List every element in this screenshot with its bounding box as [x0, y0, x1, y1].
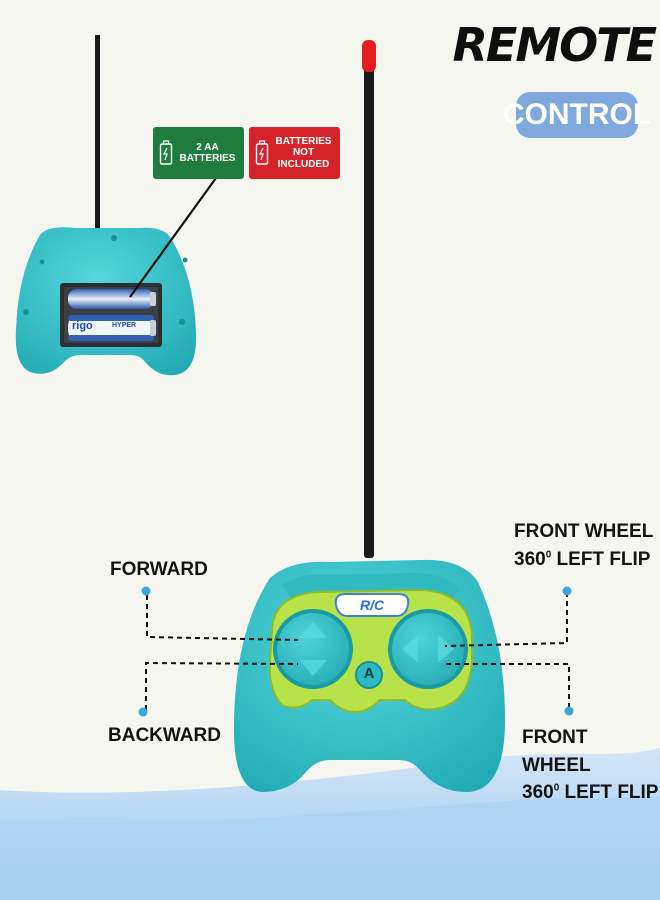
degree-mark: 0 [553, 782, 560, 794]
left-joystick[interactable] [277, 613, 349, 685]
battery-icon [255, 140, 269, 165]
rc-logo-text: R/C [359, 597, 385, 613]
label-front-wheel-bottom: FRONT WHEEL 3600 LEFT FLIP [522, 724, 660, 807]
left-arrow-icon [402, 635, 418, 663]
callout-lines [145, 592, 570, 710]
battery-icon [159, 140, 173, 165]
inset-remote [15, 35, 197, 376]
badge-pointer-line [129, 177, 217, 298]
right-joystick[interactable] [392, 613, 464, 685]
label-backward: BACKWARD [108, 725, 221, 746]
flip-text: LEFT FLIP [551, 548, 651, 570]
badge-green-line1: 2 AA [196, 141, 219, 153]
callout-dots [138, 586, 574, 717]
backward-arrow-icon [299, 660, 327, 676]
antenna [364, 50, 374, 558]
main-remote [233, 40, 505, 793]
label-front-wheel-bottom-line1: FRONT WHEEL [522, 727, 591, 776]
page-subtitle-pill: CONTROL [503, 92, 651, 138]
right-arrow-icon [438, 635, 454, 663]
rc-logo [334, 593, 410, 617]
badge-batteries-not-included: BATTERIES NOT INCLUDED [249, 127, 340, 179]
a-button[interactable] [355, 661, 383, 689]
antenna-tip [362, 40, 376, 72]
battery-brand: rigo [72, 320, 93, 332]
badge-red-line2: INCLUDED [277, 158, 330, 170]
a-button-label: A [363, 665, 375, 682]
label-front-wheel-top-line1: FRONT WHEEL [514, 521, 654, 542]
label-front-wheel-bottom-line2: 3600 LEFT FLIP [522, 779, 660, 807]
battery-label: HYPER [112, 322, 137, 329]
label-forward: FORWARD [110, 559, 208, 580]
forward-arrow-icon [299, 622, 327, 638]
label-front-wheel-top-line2: 3600 LEFT FLIP [514, 546, 653, 574]
badge-green-line2: BATTERIES [179, 153, 236, 164]
label-front-wheel-top: FRONT WHEEL 3600 LEFT FLIP [514, 518, 653, 573]
badge-red-line1: BATTERIES NOT [275, 135, 332, 159]
degree-value: 360 [522, 782, 554, 804]
background-wave [0, 748, 660, 900]
badge-batteries-required: 2 AA BATTERIES [153, 127, 244, 179]
degree-value: 360 [514, 548, 546, 570]
page-title: REMOTE [452, 18, 657, 72]
flip-text: LEFT FLIP [559, 782, 659, 804]
degree-mark: 0 [545, 549, 552, 561]
